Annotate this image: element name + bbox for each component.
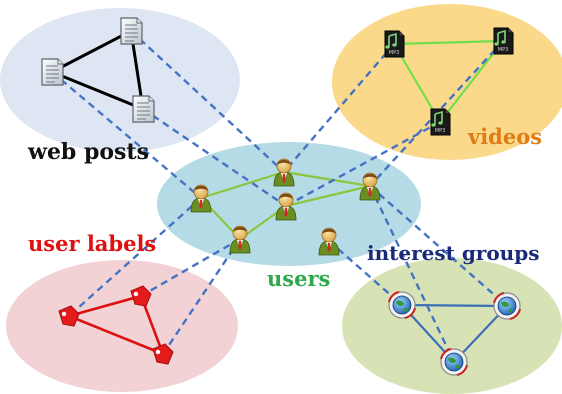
document-icon <box>132 95 155 123</box>
video-file-icon: MP3 <box>430 108 451 136</box>
document-icon <box>41 58 64 86</box>
video-file-label: MP3 <box>435 128 446 134</box>
globe-icon <box>388 291 416 319</box>
globe-icon <box>440 348 468 376</box>
web-posts-cluster <box>0 8 240 152</box>
video-file-icon: MP3 <box>384 30 405 58</box>
video-file-label: MP3 <box>498 47 509 53</box>
user-labels-label: user labels <box>28 231 156 256</box>
globe-icon <box>493 292 521 320</box>
video-file-icon: MP3 <box>493 27 514 55</box>
document-icon <box>120 17 143 45</box>
interest-groups-label: interest groups <box>367 241 539 265</box>
web-posts-label: web posts <box>27 139 149 165</box>
videos-label: videos <box>467 124 542 149</box>
user-labels-cluster <box>6 260 238 392</box>
video-file-label: MP3 <box>389 50 400 56</box>
users-label: users <box>267 266 330 291</box>
